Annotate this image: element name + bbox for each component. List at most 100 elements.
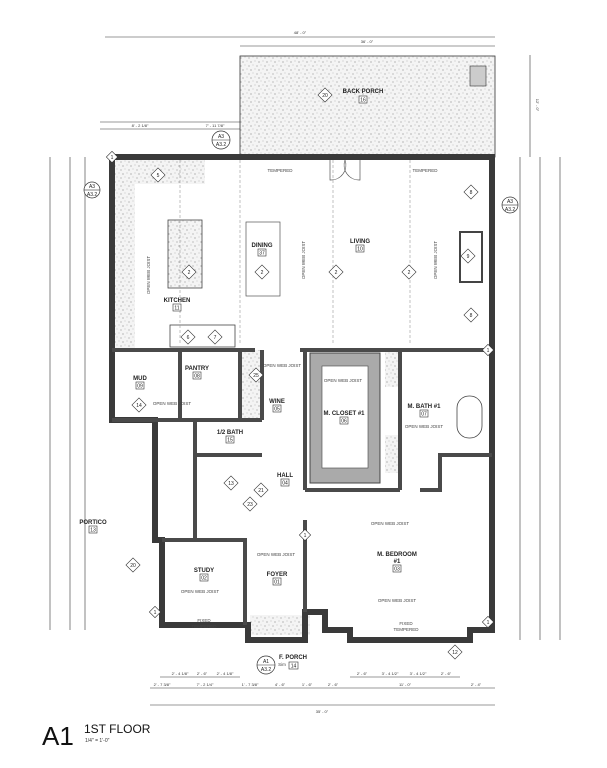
- room-number-m-bath: 07: [421, 412, 427, 418]
- joist-note: OPEN WEB JOIST: [257, 552, 296, 557]
- section-marker-bottom[interactable]: A1 A3.2: [256, 655, 276, 675]
- svg-text:A3: A3: [507, 199, 513, 205]
- svg-text:5: 5: [157, 173, 160, 179]
- room-label-f-porch: F. PORCH: [279, 655, 307, 661]
- bathtub: [456, 395, 483, 439]
- counters: [115, 160, 400, 635]
- svg-text:6: 6: [187, 335, 190, 341]
- joist-note: OPEN WEB JOIST: [263, 363, 302, 368]
- dimension-lines: 48' - 0" 36' - 0" 8' - 2 1/8" 7' - 11 7/…: [49, 30, 561, 714]
- bottom-dim: 1' - 7 3/8": [242, 682, 259, 687]
- joist-note: OPEN WEB JOIST: [324, 378, 363, 383]
- svg-text:7: 7: [214, 335, 217, 341]
- window-dim: 2' - 4 1/8": [217, 671, 234, 676]
- room-label-back-porch: BACK PORCH: [343, 89, 384, 95]
- room-label-living: LIVING: [350, 239, 370, 245]
- porch-depth-dim: 12' - 0": [535, 99, 540, 112]
- section-marker-left[interactable]: A3 A3.2: [83, 181, 101, 199]
- bottom-dim: 4' - 6": [275, 682, 286, 687]
- room-number-dining: 37: [259, 251, 265, 257]
- room-number-pantry: 08: [194, 374, 200, 380]
- joist-note: OPEN WEB JOIST: [405, 424, 444, 429]
- room-number-wine: 05: [274, 407, 280, 413]
- svg-text:1: 1: [304, 533, 307, 539]
- svg-text:1: 1: [111, 155, 114, 161]
- dining-table: [245, 221, 281, 297]
- room-label-study: STUDY: [194, 568, 214, 574]
- joist-note: OPEN WEB JOIST: [301, 241, 306, 280]
- section-marker-top[interactable]: A3 A3.2: [211, 130, 231, 150]
- svg-text:A3.2: A3.2: [216, 142, 227, 148]
- svg-text:12: 12: [452, 650, 458, 656]
- room-number-living: 10: [357, 247, 363, 253]
- top-dim-1: 8' - 2 1/8": [132, 123, 149, 128]
- back-porch-slab: [239, 55, 496, 158]
- svg-text:2: 2: [188, 270, 191, 276]
- svg-text:8: 8: [470, 190, 473, 196]
- overall-width-dim: 48' - 0": [294, 30, 307, 35]
- room-label-mud: MUD: [133, 376, 147, 382]
- room-label-dining: DINING: [252, 243, 273, 249]
- finish-tags: 2 2 2 2 5 6 7 8 8 9 20 20 13 14 25 21 23…: [105, 87, 495, 660]
- window-dim: 3' - 4 1/2": [410, 671, 427, 676]
- overall-bottom-dim: 35' - 0": [316, 709, 329, 714]
- room-number-back-porch: 16: [360, 98, 366, 104]
- window-note: TEMPERED: [191, 624, 217, 629]
- french-door[interactable]: [329, 159, 361, 181]
- sim-note: Sim: [278, 662, 286, 667]
- svg-text:14: 14: [136, 403, 142, 409]
- room-number-foyer: 01: [274, 580, 280, 586]
- svg-text:A3.2: A3.2: [505, 207, 516, 213]
- porch-width-dim: 36' - 0": [361, 39, 374, 44]
- drawing-id: A1: [42, 721, 74, 751]
- drawing-title-text: 1ST FLOOR: [84, 722, 151, 736]
- svg-text:8: 8: [470, 313, 473, 319]
- room-label-m-closet: M. CLOSET #1: [323, 411, 365, 417]
- grill-icon: [469, 65, 487, 87]
- notes: TEMPERED TEMPERED OPEN WEB JOIST OPEN WE…: [146, 168, 443, 632]
- bottom-dim: 2' - 7 3/8": [154, 682, 171, 687]
- joist-note: OPEN WEB JOIST: [146, 256, 151, 295]
- room-label-m-bedroom-number: #1: [394, 559, 401, 565]
- svg-text:20: 20: [130, 563, 136, 569]
- window-note: TEMPERED: [267, 168, 293, 173]
- room-label-kitchen: KITCHEN: [164, 298, 191, 304]
- svg-text:A3.2: A3.2: [87, 192, 98, 198]
- joist-note: OPEN WEB JOIST: [433, 241, 438, 280]
- svg-text:23: 23: [247, 502, 253, 508]
- window-note: FIXED: [399, 621, 413, 626]
- window-note: TEMPERED: [412, 168, 438, 173]
- bottom-dim: 2' - 4": [471, 682, 482, 687]
- svg-text:9: 9: [467, 254, 470, 260]
- svg-text:A1: A1: [263, 659, 269, 665]
- joist-note: OPEN WEB JOIST: [181, 589, 220, 594]
- svg-text:2: 2: [261, 270, 264, 276]
- joist-note: OPEN WEB JOIST: [371, 521, 410, 526]
- room-number-mud: 09: [137, 384, 143, 390]
- window-dim: 2' - 6": [197, 671, 208, 676]
- joist-lines: [179, 160, 411, 345]
- window-dim: 3' - 4 1/2": [382, 671, 399, 676]
- svg-text:25: 25: [253, 373, 259, 379]
- svg-text:A3.2: A3.2: [261, 667, 272, 673]
- top-dim-2: 7' - 11 7/8": [206, 123, 225, 128]
- window-dim: 2' - 6": [357, 671, 368, 676]
- section-marker-right[interactable]: A3 A3.2: [501, 196, 519, 214]
- room-labels: KITCHEN 11 DINING 37 LIVING 10 MUD 09 PA…: [79, 239, 441, 670]
- room-label-wine: WINE: [269, 399, 285, 405]
- room-label-half-bath: 1/2 BATH: [217, 430, 243, 436]
- svg-text:2: 2: [335, 270, 338, 276]
- svg-text:2: 2: [408, 270, 411, 276]
- svg-text:1: 1: [487, 348, 490, 354]
- joist-note: OPEN WEB JOIST: [378, 598, 417, 603]
- svg-text:1: 1: [154, 610, 157, 616]
- svg-text:20: 20: [322, 93, 328, 99]
- window-note: FIXED: [197, 618, 211, 623]
- room-number-kitchen: 11: [174, 306, 179, 312]
- room-label-m-bath: M. BATH #1: [408, 404, 442, 410]
- room-label-m-bedroom: M. BEDROOM: [377, 552, 417, 558]
- svg-text:A3: A3: [218, 134, 224, 140]
- window-dim: 2' - 4 1/8": [172, 671, 189, 676]
- bottom-dim: 11' - 0": [399, 682, 412, 687]
